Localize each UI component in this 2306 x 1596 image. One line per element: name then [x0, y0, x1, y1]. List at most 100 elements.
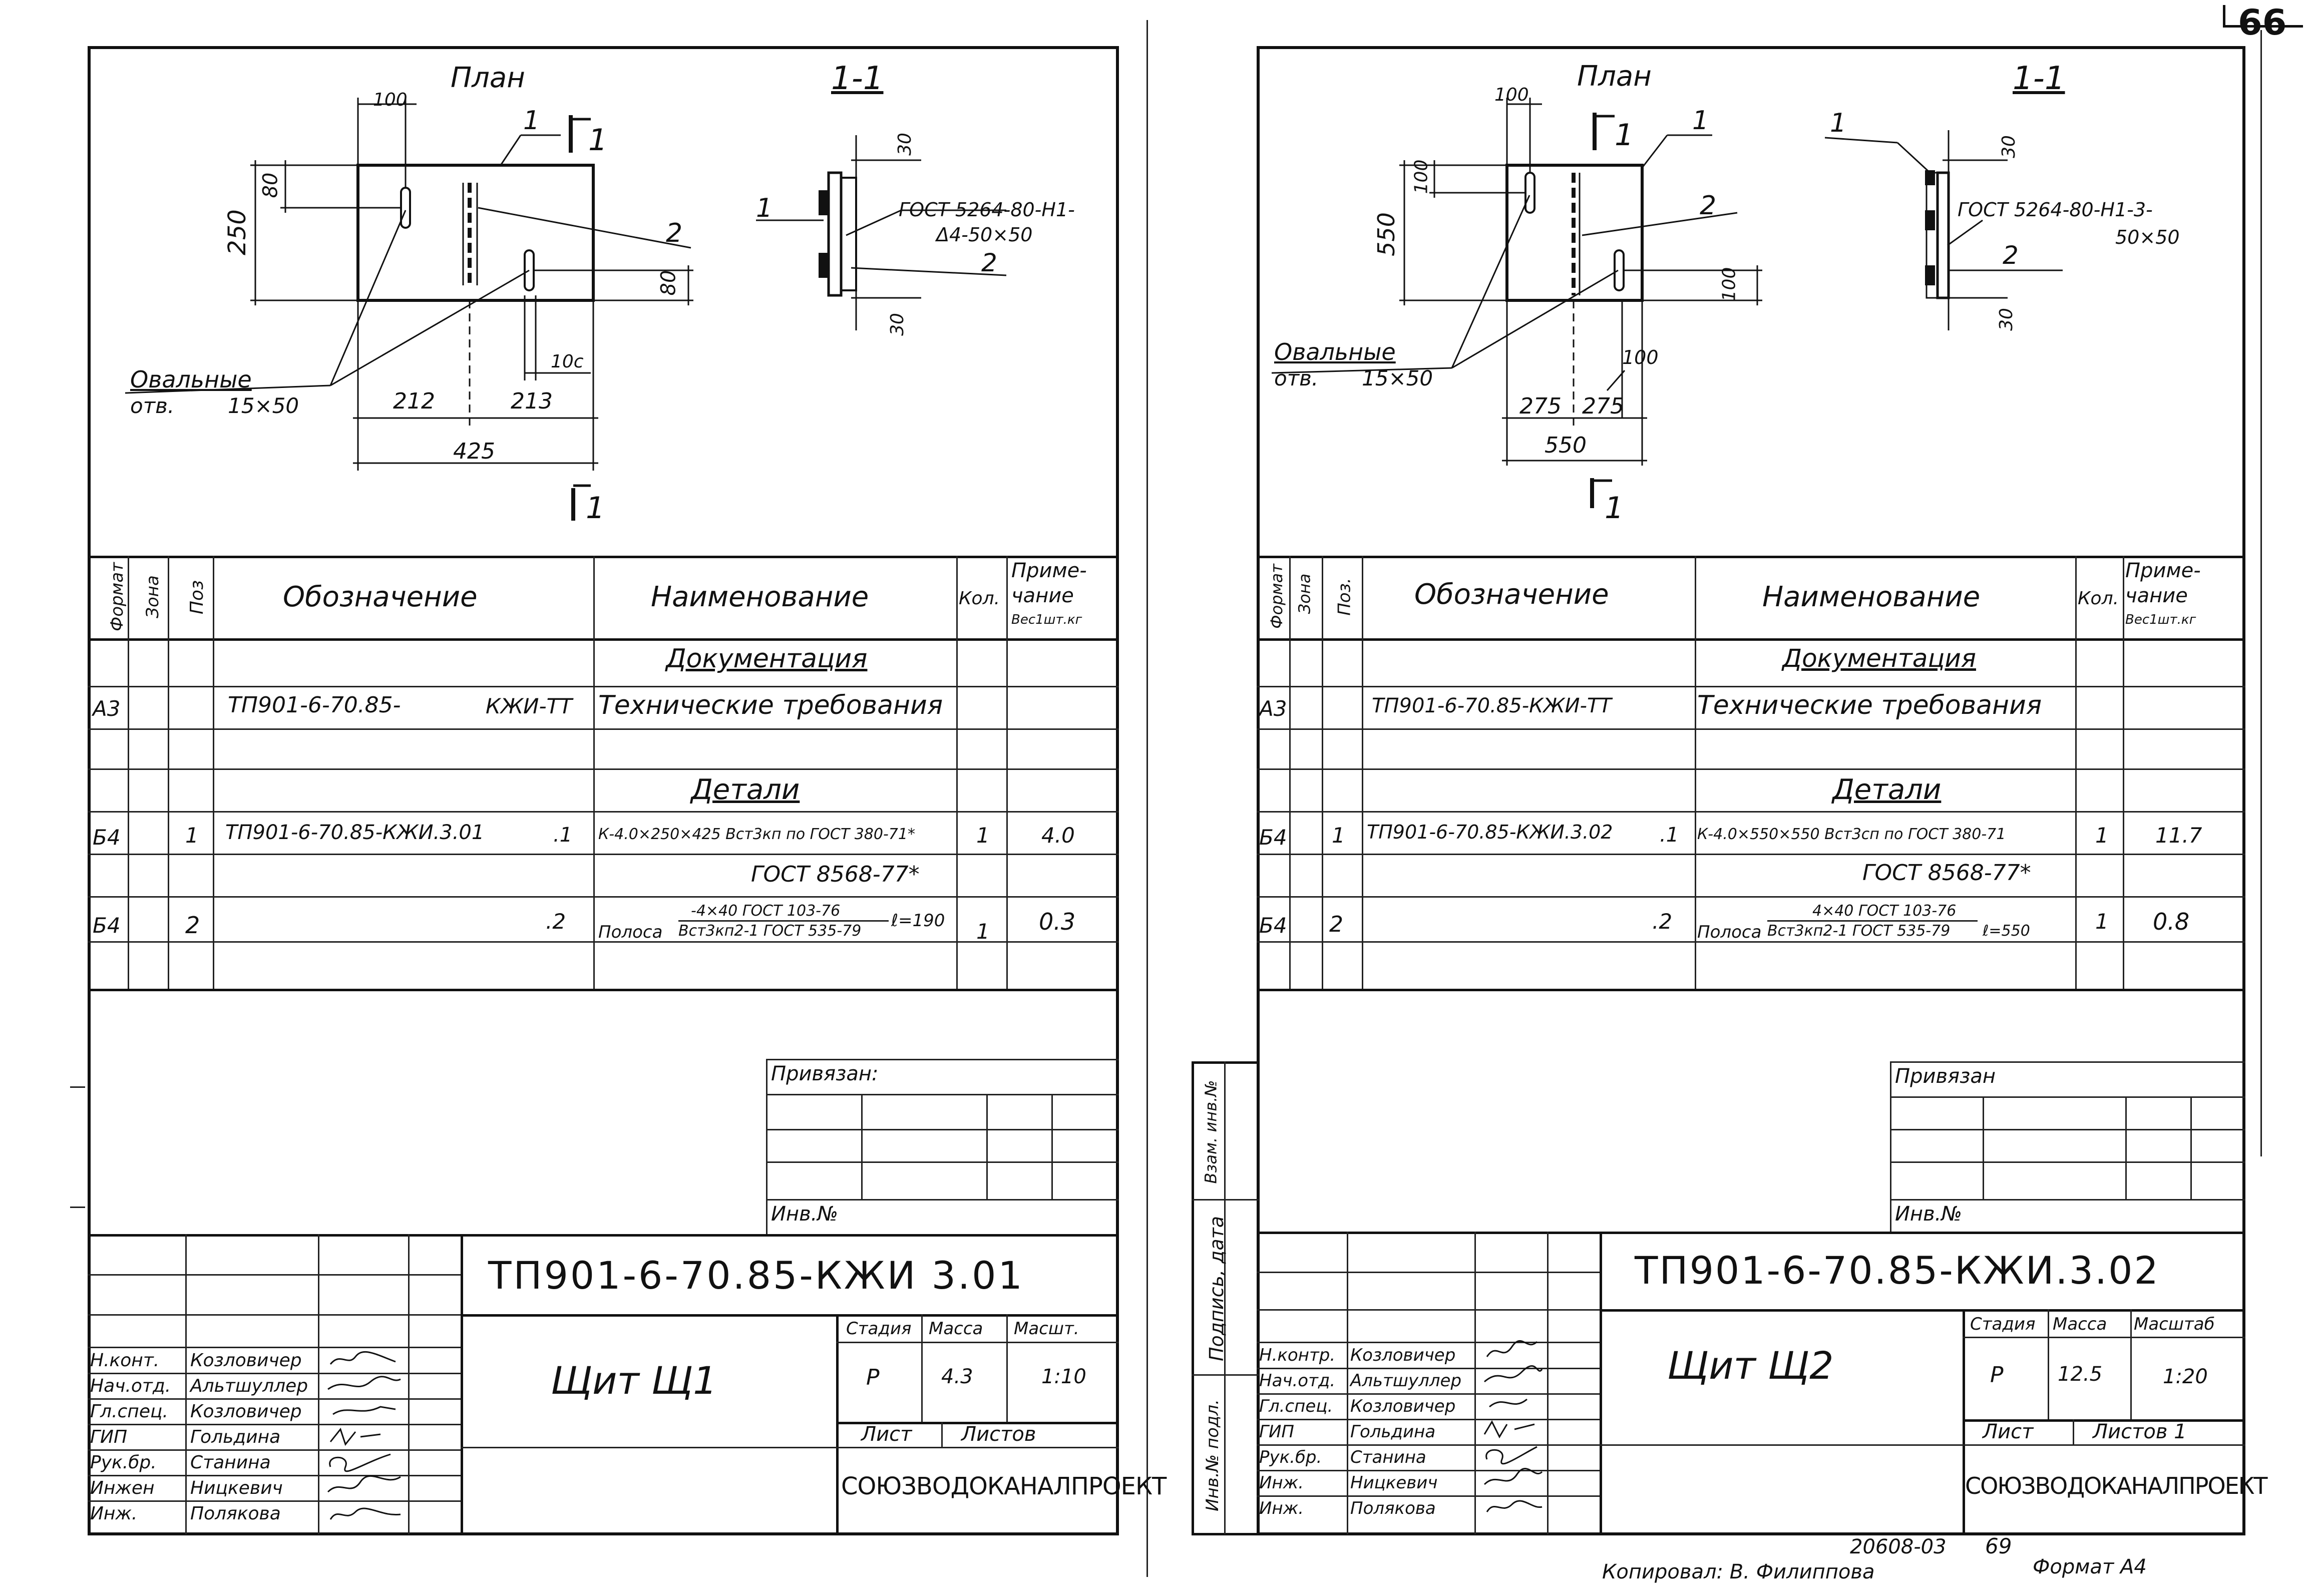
sheet-shield-1	[88, 46, 1119, 1535]
row-2-name-bottom: Вст3кп2-1 ГОСТ 535-79	[678, 922, 862, 940]
dim-212: 212	[393, 388, 435, 414]
person-name-2: Альтшуллер	[190, 1376, 308, 1396]
dim2-275-b: 275	[1582, 393, 1624, 419]
p2-role-7: Инж.	[1259, 1498, 1304, 1518]
person-name-5: Станина	[190, 1452, 271, 1473]
p2-name-7: Полякова	[1350, 1498, 1436, 1518]
row2-2-name-suffix: ℓ=550	[1983, 922, 2030, 940]
sheet-shield-2	[1257, 46, 2245, 1535]
hdr-name: Наименование	[651, 581, 869, 613]
row-a3-designation-2: КЖИ-ТТ	[486, 694, 572, 718]
person-role-2: Нач.отд.	[90, 1376, 171, 1396]
pos2-2-label: 2	[1700, 191, 1717, 221]
hdr-note-2: чание	[1011, 584, 1074, 607]
plan-title: План	[451, 62, 525, 94]
drawing-code-2: ТП901-6-70.85-КЖИ.3.02	[1635, 1248, 2160, 1293]
sheets-label-2: Листов 1	[2093, 1420, 2187, 1443]
row-1-name-2: ГОСТ 8568-77*	[751, 862, 920, 887]
person-role-3: Гл.спец.	[90, 1401, 168, 1422]
dim-213: 213	[511, 388, 553, 414]
mass-value-2: 12.5	[2058, 1363, 2103, 1386]
holes-label2-s2: отв.	[1274, 366, 1319, 390]
dim2-100-right: 100	[1719, 267, 1740, 302]
hdr-note-1: Приме-	[1011, 559, 1087, 582]
dim2-100-top: 100	[1494, 85, 1529, 105]
pos-2-label: 2	[666, 218, 683, 248]
dim-425: 425	[453, 439, 495, 464]
stage-value-2: Р	[1990, 1362, 2004, 1388]
scale-value-2: 1:20	[2163, 1365, 2208, 1388]
hdr2-designation: Обозначение	[1414, 578, 1609, 611]
pos-1-label: 1	[523, 106, 540, 136]
weld-note-2: Δ4-50×50	[936, 224, 1033, 246]
p2-role-4: ГИП	[1259, 1422, 1294, 1442]
mass-label-2: Масса	[2053, 1314, 2107, 1334]
hdr-zone: Зона	[142, 575, 163, 618]
drawing-title: Щит Щ1	[551, 1358, 717, 1403]
margin-tick-1	[70, 1086, 85, 1088]
row-1-qty: 1	[976, 823, 990, 848]
cut-mark-bottom: 1	[586, 491, 605, 526]
plan-view-2	[1271, 98, 2063, 508]
stage-label: Стадия	[846, 1319, 912, 1339]
side-label-signature: Подпись, дата	[1206, 1216, 1228, 1362]
row2-a3-name: Технические требования	[1697, 690, 2042, 720]
organization: СОЮЗВОДОКАНАЛПРОЕКТ	[841, 1472, 1167, 1500]
dim-100-top: 100	[373, 90, 408, 110]
row2-2-designation-2: .2	[1652, 909, 1673, 934]
row2-1-pos: 1	[1332, 823, 1345, 848]
hdr2-note-3: Вес1шт.кг	[2125, 612, 2196, 627]
row2-1-note: 11.7	[2155, 823, 2202, 848]
row2-2-format: Б4	[1259, 913, 1287, 938]
dim2-550-bottom: 550	[1545, 433, 1587, 458]
bound-label-2: Привязан	[1895, 1065, 1996, 1088]
hdr2-zone: Зона	[1295, 573, 1314, 614]
hdr2-note-2: чание	[2125, 584, 2188, 607]
hdr2-note-1: Приме-	[2125, 559, 2201, 582]
p2-name-5: Станина	[1350, 1447, 1426, 1467]
person-name-7: Полякова	[190, 1503, 281, 1524]
person-role-1: Н.конт.	[90, 1350, 160, 1371]
row-1-designation-2: .1	[553, 824, 573, 847]
row2-2-name-top: 4×40 ГОСТ 103-76	[1812, 902, 1957, 920]
p2-name-4: Гольдина	[1350, 1422, 1436, 1442]
archive-number: 20608-03	[1850, 1535, 1947, 1558]
section2-dim-30-bottom: 30	[1996, 308, 2017, 331]
scale-label-2: Масштаб	[2134, 1314, 2215, 1334]
row-2-pos: 2	[185, 912, 200, 939]
holes-size-s2: 15×50	[1362, 366, 1433, 390]
hdr-format: Формат	[107, 562, 127, 631]
hdr2-name: Наименование	[1762, 581, 1981, 613]
organization-2: СОЮЗВОДОКАНАЛПРОЕКТ	[1965, 1472, 2268, 1499]
section-title: 1-1	[831, 60, 884, 97]
hdr-designation: Обозначение	[283, 581, 478, 613]
cut-mark-bottom-2: 1	[1605, 491, 1624, 526]
row-1-note: 4.0	[1041, 823, 1075, 848]
person-name-1: Козловичер	[190, 1350, 302, 1371]
plan-title-2: План	[1577, 60, 1652, 93]
p2-name-1: Козловичер	[1350, 1345, 1456, 1365]
drawing-title-2: Щит Щ2	[1667, 1343, 1834, 1388]
side-label-inv-orig: Инв.№ подл.	[1202, 1399, 1223, 1511]
dim-10c: 10c	[551, 351, 584, 372]
section2-dim-30-top: 30	[1998, 135, 2019, 158]
person-role-4: ГИП	[90, 1427, 128, 1447]
p2-name-3: Козловичер	[1350, 1396, 1456, 1416]
sheet-label: Лист	[861, 1423, 912, 1446]
row-2-name-suffix: ℓ=190	[891, 911, 945, 931]
p2-role-1: Н.контр.	[1259, 1345, 1336, 1365]
dim2-100-lower: 100	[1622, 346, 1659, 368]
row-2-format: Б4	[93, 913, 121, 938]
copied-by: Копировал: В. Филиппова	[1602, 1560, 1875, 1583]
person-name-6: Ницкевич	[190, 1478, 283, 1498]
side-label-replace: Взам. инв.№	[1201, 1080, 1221, 1184]
section-pos-1: 1	[756, 193, 773, 223]
scale-label: Масшт.	[1014, 1319, 1079, 1339]
row-2-note: 0.3	[1039, 908, 1076, 935]
row-1-pos: 1	[185, 823, 199, 848]
margin-tick-2	[70, 1207, 85, 1208]
section2-parts: Детали	[1832, 773, 1942, 806]
p2-role-2: Нач.отд.	[1259, 1371, 1336, 1391]
archive-page: 69	[1985, 1534, 2012, 1558]
